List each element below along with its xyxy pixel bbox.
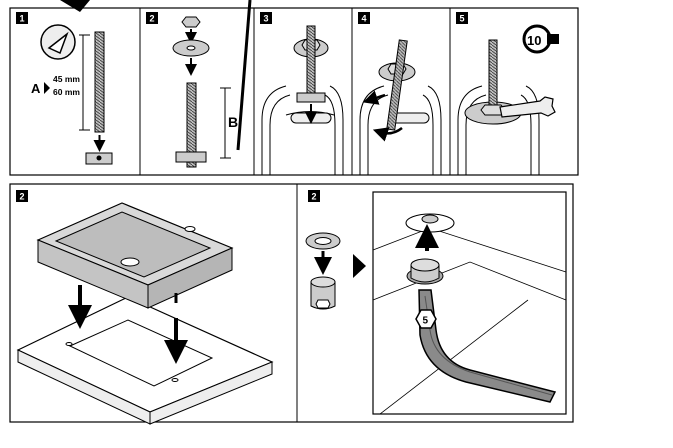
threaded-rod [186,82,197,157]
next-arrow [353,254,366,278]
step-number: 5 [460,14,465,24]
step-badge [456,12,468,24]
step-number: 2 [20,192,25,202]
step-3-panel: 3 [260,12,344,175]
angle-icon [47,31,69,55]
threaded-rod [386,39,408,131]
torque-value: 10 [527,33,541,48]
label-a: A [31,81,41,96]
step-badge [146,12,158,24]
step-badge [260,12,272,24]
hex-nut [181,16,201,28]
rotate-arrow [362,90,386,105]
step-badge [16,12,28,24]
threaded-rod [488,39,498,109]
step-number: 1 [20,14,25,24]
threaded-rod [94,31,105,133]
previous-step-arrow-tip [60,0,90,12]
rotate-arrow [372,126,403,142]
hex-size-badge [415,309,437,329]
step-badge [358,12,370,24]
threaded-rod [306,25,316,97]
wrench [499,96,556,118]
step-badge [16,190,28,202]
length-60: 60 mm [53,87,80,97]
step-2-panel: 2 B [146,12,238,168]
hex-key-size: 5 [423,316,429,327]
countertop-cutout [68,319,214,387]
length-45: 45 mm [53,74,80,84]
step-1-panel: 1 A 45 mm 60 mm [16,12,113,165]
previous-step-line [236,0,252,151]
hex-key [418,289,557,403]
step-number: 4 [362,14,367,24]
t-nut [175,151,207,163]
step-badge [308,190,320,202]
drain [120,257,140,267]
step-5-panel: 5 10 [456,12,559,175]
t-nut [296,92,326,103]
fixing-detail-panel: 2 5 [305,190,567,415]
step-4-panel: 4 [358,12,442,175]
step-number: 3 [264,14,269,24]
label-b: B [228,114,238,130]
step-number: 2 [312,192,317,202]
pointer-icon [44,82,50,94]
basin-mounting-panel: 2 [16,190,274,425]
step-number: 2 [150,14,155,24]
tap-hole [184,226,196,232]
